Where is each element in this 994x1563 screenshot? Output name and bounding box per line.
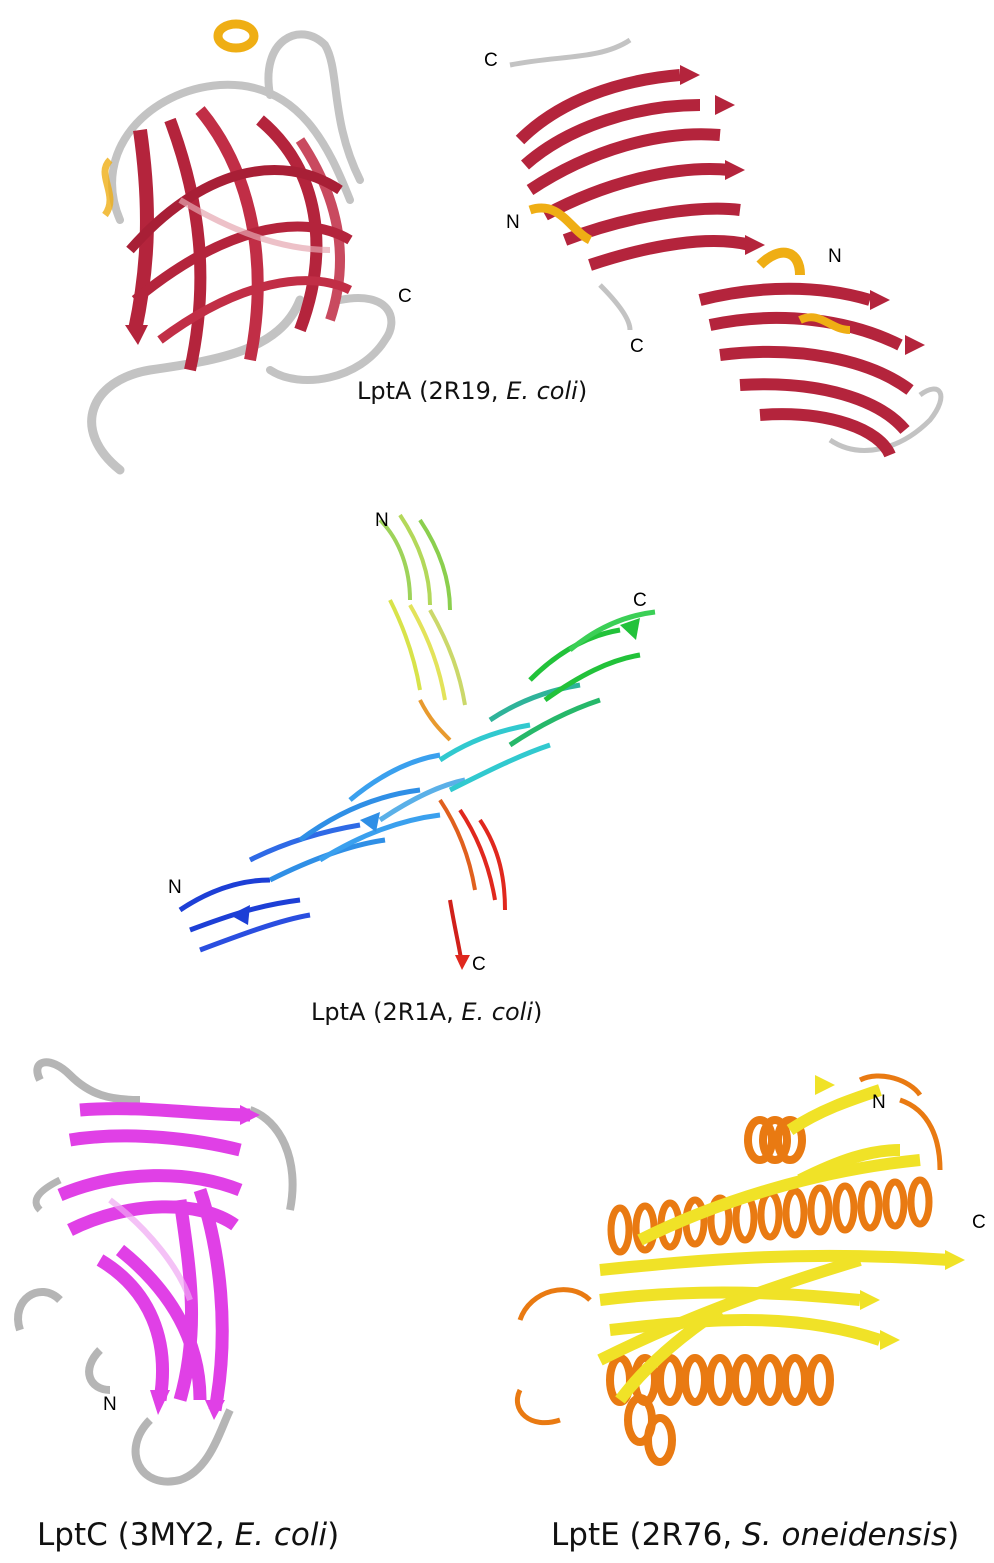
lpta-2r1a-pdb: 2R1A (382, 998, 446, 1026)
lptc-3my2-pdb: 3MY2 (130, 1517, 215, 1553)
lpta-2r1a-name: LptA (311, 998, 365, 1026)
lpta-2r19-dimer-n-right-label: N (828, 246, 842, 267)
lpta-2r19-dimer-n-left-label: N (506, 212, 520, 233)
lpte-2r76-structure: N C (517, 1075, 985, 1462)
lpte-2r76-caption: LptE (2R76, S. oneidensis) (551, 1520, 959, 1551)
lpta-2r19-dimer-c-mid-label: C (630, 336, 644, 357)
lptc-3my2-structure: N (18, 1062, 293, 1481)
lpte-2r76-organism: S. oneidensis (742, 1517, 947, 1553)
lpta-2r19-side-c-label: C (398, 286, 412, 307)
lpta-2r19-dimer-c-top-label: C (484, 50, 498, 71)
lpta-2r1a-n-top-label: N (375, 510, 389, 531)
lpta-2r1a-c-right-label: C (633, 590, 647, 611)
lpta-2r19-name: LptA (357, 377, 411, 405)
lpte-2r76-name: LptE (551, 1517, 620, 1553)
lptc-3my2-name: LptC (37, 1517, 108, 1553)
lpta-2r19-pdb: 2R19 (428, 377, 490, 405)
lptc-3my2-n-label: N (103, 1394, 117, 1415)
lptc-3my2-caption: LptC (3MY2, E. coli) (37, 1520, 339, 1551)
lpte-2r76-c-label: C (972, 1212, 986, 1233)
lptc-3my2-organism: E. coli (235, 1517, 328, 1553)
lpta-2r1a-structure: N C N C (168, 510, 655, 975)
lpta-2r19-organism: E. coli (506, 377, 578, 405)
lpta-2r19-caption: LptA (2R19, E. coli) (357, 379, 587, 403)
lpta-2r1a-c-bottom-label: C (472, 954, 486, 975)
lpta-2r1a-organism: E. coli (461, 998, 533, 1026)
lpta-2r1a-n-left-label: N (168, 877, 182, 898)
lpte-2r76-pdb: 2R76 (642, 1517, 723, 1553)
lpte-2r76-n-label: N (872, 1092, 886, 1113)
lpta-2r1a-caption: LptA (2R1A, E. coli) (311, 1000, 542, 1024)
